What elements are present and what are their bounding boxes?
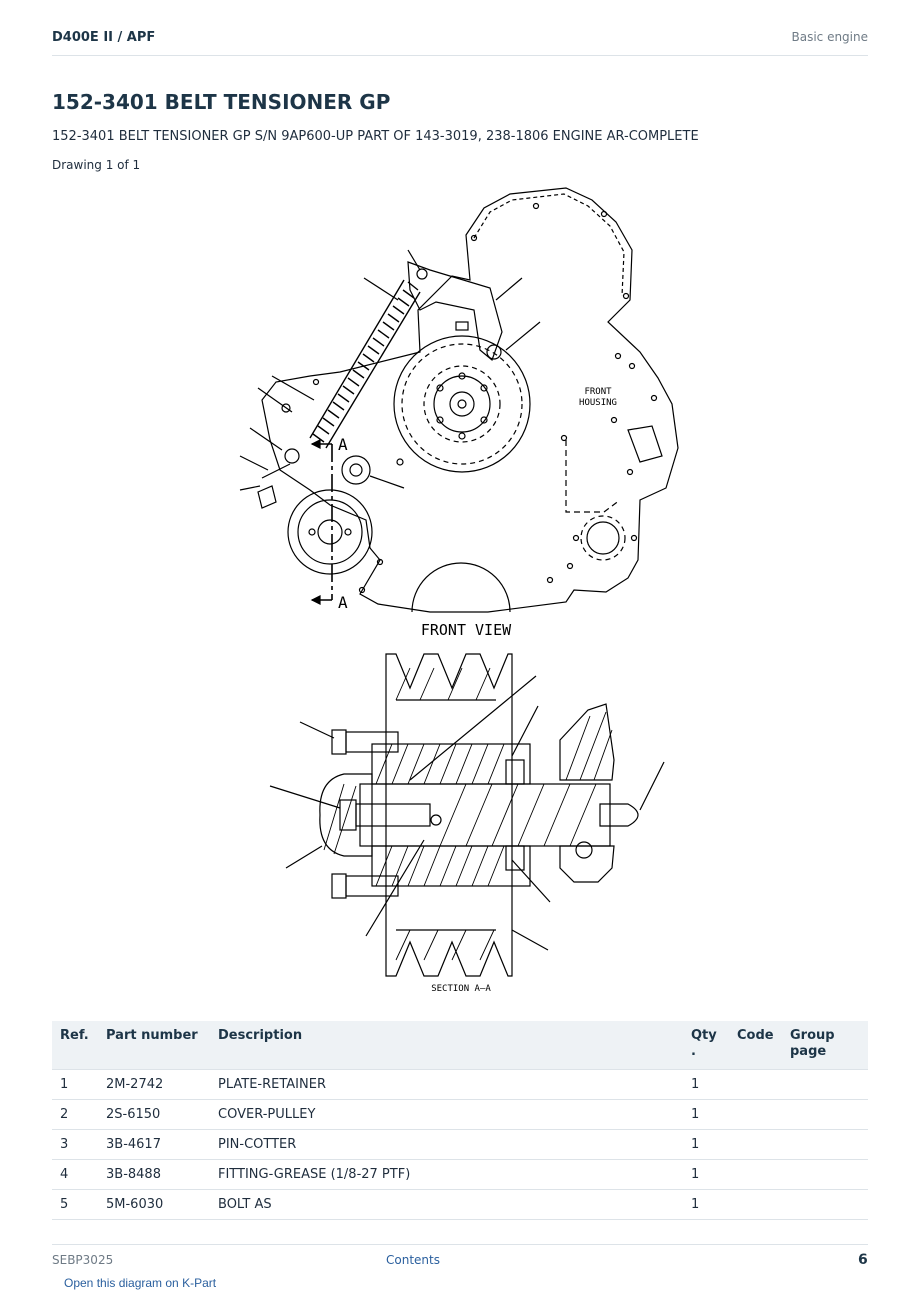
section-view xyxy=(269,653,665,977)
cell-qty: 1 xyxy=(683,1159,729,1190)
kpart-link[interactable]: Open this diagram on K-Part xyxy=(64,1276,217,1290)
contents-link[interactable]: Contents xyxy=(386,1253,440,1267)
cell-part-number: 2M-2742 xyxy=(98,1069,210,1100)
table-row: 3 3B-4617 PIN-COTTER 1 xyxy=(52,1129,868,1160)
cell-code xyxy=(729,1189,782,1220)
cell-group-page xyxy=(782,1129,868,1160)
cell-group-page xyxy=(782,1099,868,1130)
cell-code xyxy=(729,1099,782,1130)
col-qty: Qty. xyxy=(683,1021,729,1070)
cell-code xyxy=(729,1159,782,1190)
cell-part-number: 5M-6030 xyxy=(98,1189,210,1220)
model-label: D400E II / APF xyxy=(52,30,156,45)
drawing-label: Drawing 1 of 1 xyxy=(52,158,141,172)
page-title: 152-3401 BELT TENSIONER GP xyxy=(52,90,391,114)
page-header: D400E II / APF Basic engine xyxy=(52,30,868,45)
table-row: 2 2S-6150 COVER-PULLEY 1 xyxy=(52,1099,868,1130)
cell-part-number: 2S-6150 xyxy=(98,1099,210,1130)
front-view-labels: FRONT HOUSING A A FRONT VIEW xyxy=(338,387,617,639)
cell-ref: 1 xyxy=(52,1069,98,1100)
document-id: SEBP3025 xyxy=(52,1253,114,1267)
header-divider xyxy=(52,55,868,56)
cell-part-number: 3B-4617 xyxy=(98,1129,210,1160)
col-ref: Ref. xyxy=(52,1021,98,1070)
cell-group-page xyxy=(782,1159,868,1190)
section-caption: SECTION A–A xyxy=(431,984,491,994)
col-part-number: Part number xyxy=(98,1021,210,1070)
cell-group-page xyxy=(782,1069,868,1100)
cell-qty: 1 xyxy=(683,1189,729,1220)
cell-qty: 1 xyxy=(683,1099,729,1130)
section-marker-top: A xyxy=(338,435,348,454)
col-qty-line1: Qty xyxy=(691,1028,717,1043)
cell-ref: 4 xyxy=(52,1159,98,1190)
col-code: Code xyxy=(729,1021,782,1070)
page-number: 6 xyxy=(858,1252,868,1268)
cell-code xyxy=(729,1069,782,1100)
table-row: 1 2M-2742 PLATE-RETAINER 1 xyxy=(52,1069,868,1100)
col-qty-line2: . xyxy=(691,1044,696,1059)
cell-description: PLATE-RETAINER xyxy=(210,1069,683,1100)
front-housing-label-1: FRONT xyxy=(584,387,612,397)
table-row: 5 5M-6030 BOLT AS 1 xyxy=(52,1189,868,1220)
col-group-line1: Group xyxy=(790,1028,835,1043)
cell-description: FITTING-GREASE (1/8-27 PTF) xyxy=(210,1159,683,1190)
parts-table: Ref. Part number Description Qty. Code G… xyxy=(52,1021,868,1220)
section-marker-bottom: A xyxy=(338,593,348,612)
col-description: Description xyxy=(210,1021,683,1070)
cell-code xyxy=(729,1129,782,1160)
parts-drawing[interactable]: FRONT HOUSING A A FRONT VIEW xyxy=(230,180,690,1000)
cell-qty: 1 xyxy=(683,1069,729,1100)
footer-divider xyxy=(52,1244,868,1245)
cell-ref: 3 xyxy=(52,1129,98,1160)
table-header-row: Ref. Part number Description Qty. Code G… xyxy=(52,1021,868,1070)
table-row: 4 3B-8488 FITTING-GREASE (1/8-27 PTF) 1 xyxy=(52,1159,868,1190)
cell-ref: 2 xyxy=(52,1099,98,1130)
section-label: Basic engine xyxy=(791,30,868,44)
front-housing-label-2: HOUSING xyxy=(579,398,617,408)
cell-qty: 1 xyxy=(683,1129,729,1160)
front-view xyxy=(239,187,679,613)
page-subtitle: 152-3401 BELT TENSIONER GP S/N 9AP600-UP… xyxy=(52,129,699,144)
cell-group-page xyxy=(782,1189,868,1220)
col-group-line2: page xyxy=(790,1044,827,1059)
cell-description: PIN-COTTER xyxy=(210,1129,683,1160)
cell-description: COVER-PULLEY xyxy=(210,1099,683,1130)
cell-part-number: 3B-8488 xyxy=(98,1159,210,1190)
cell-ref: 5 xyxy=(52,1189,98,1220)
cell-description: BOLT AS xyxy=(210,1189,683,1220)
front-view-caption: FRONT VIEW xyxy=(421,621,512,639)
